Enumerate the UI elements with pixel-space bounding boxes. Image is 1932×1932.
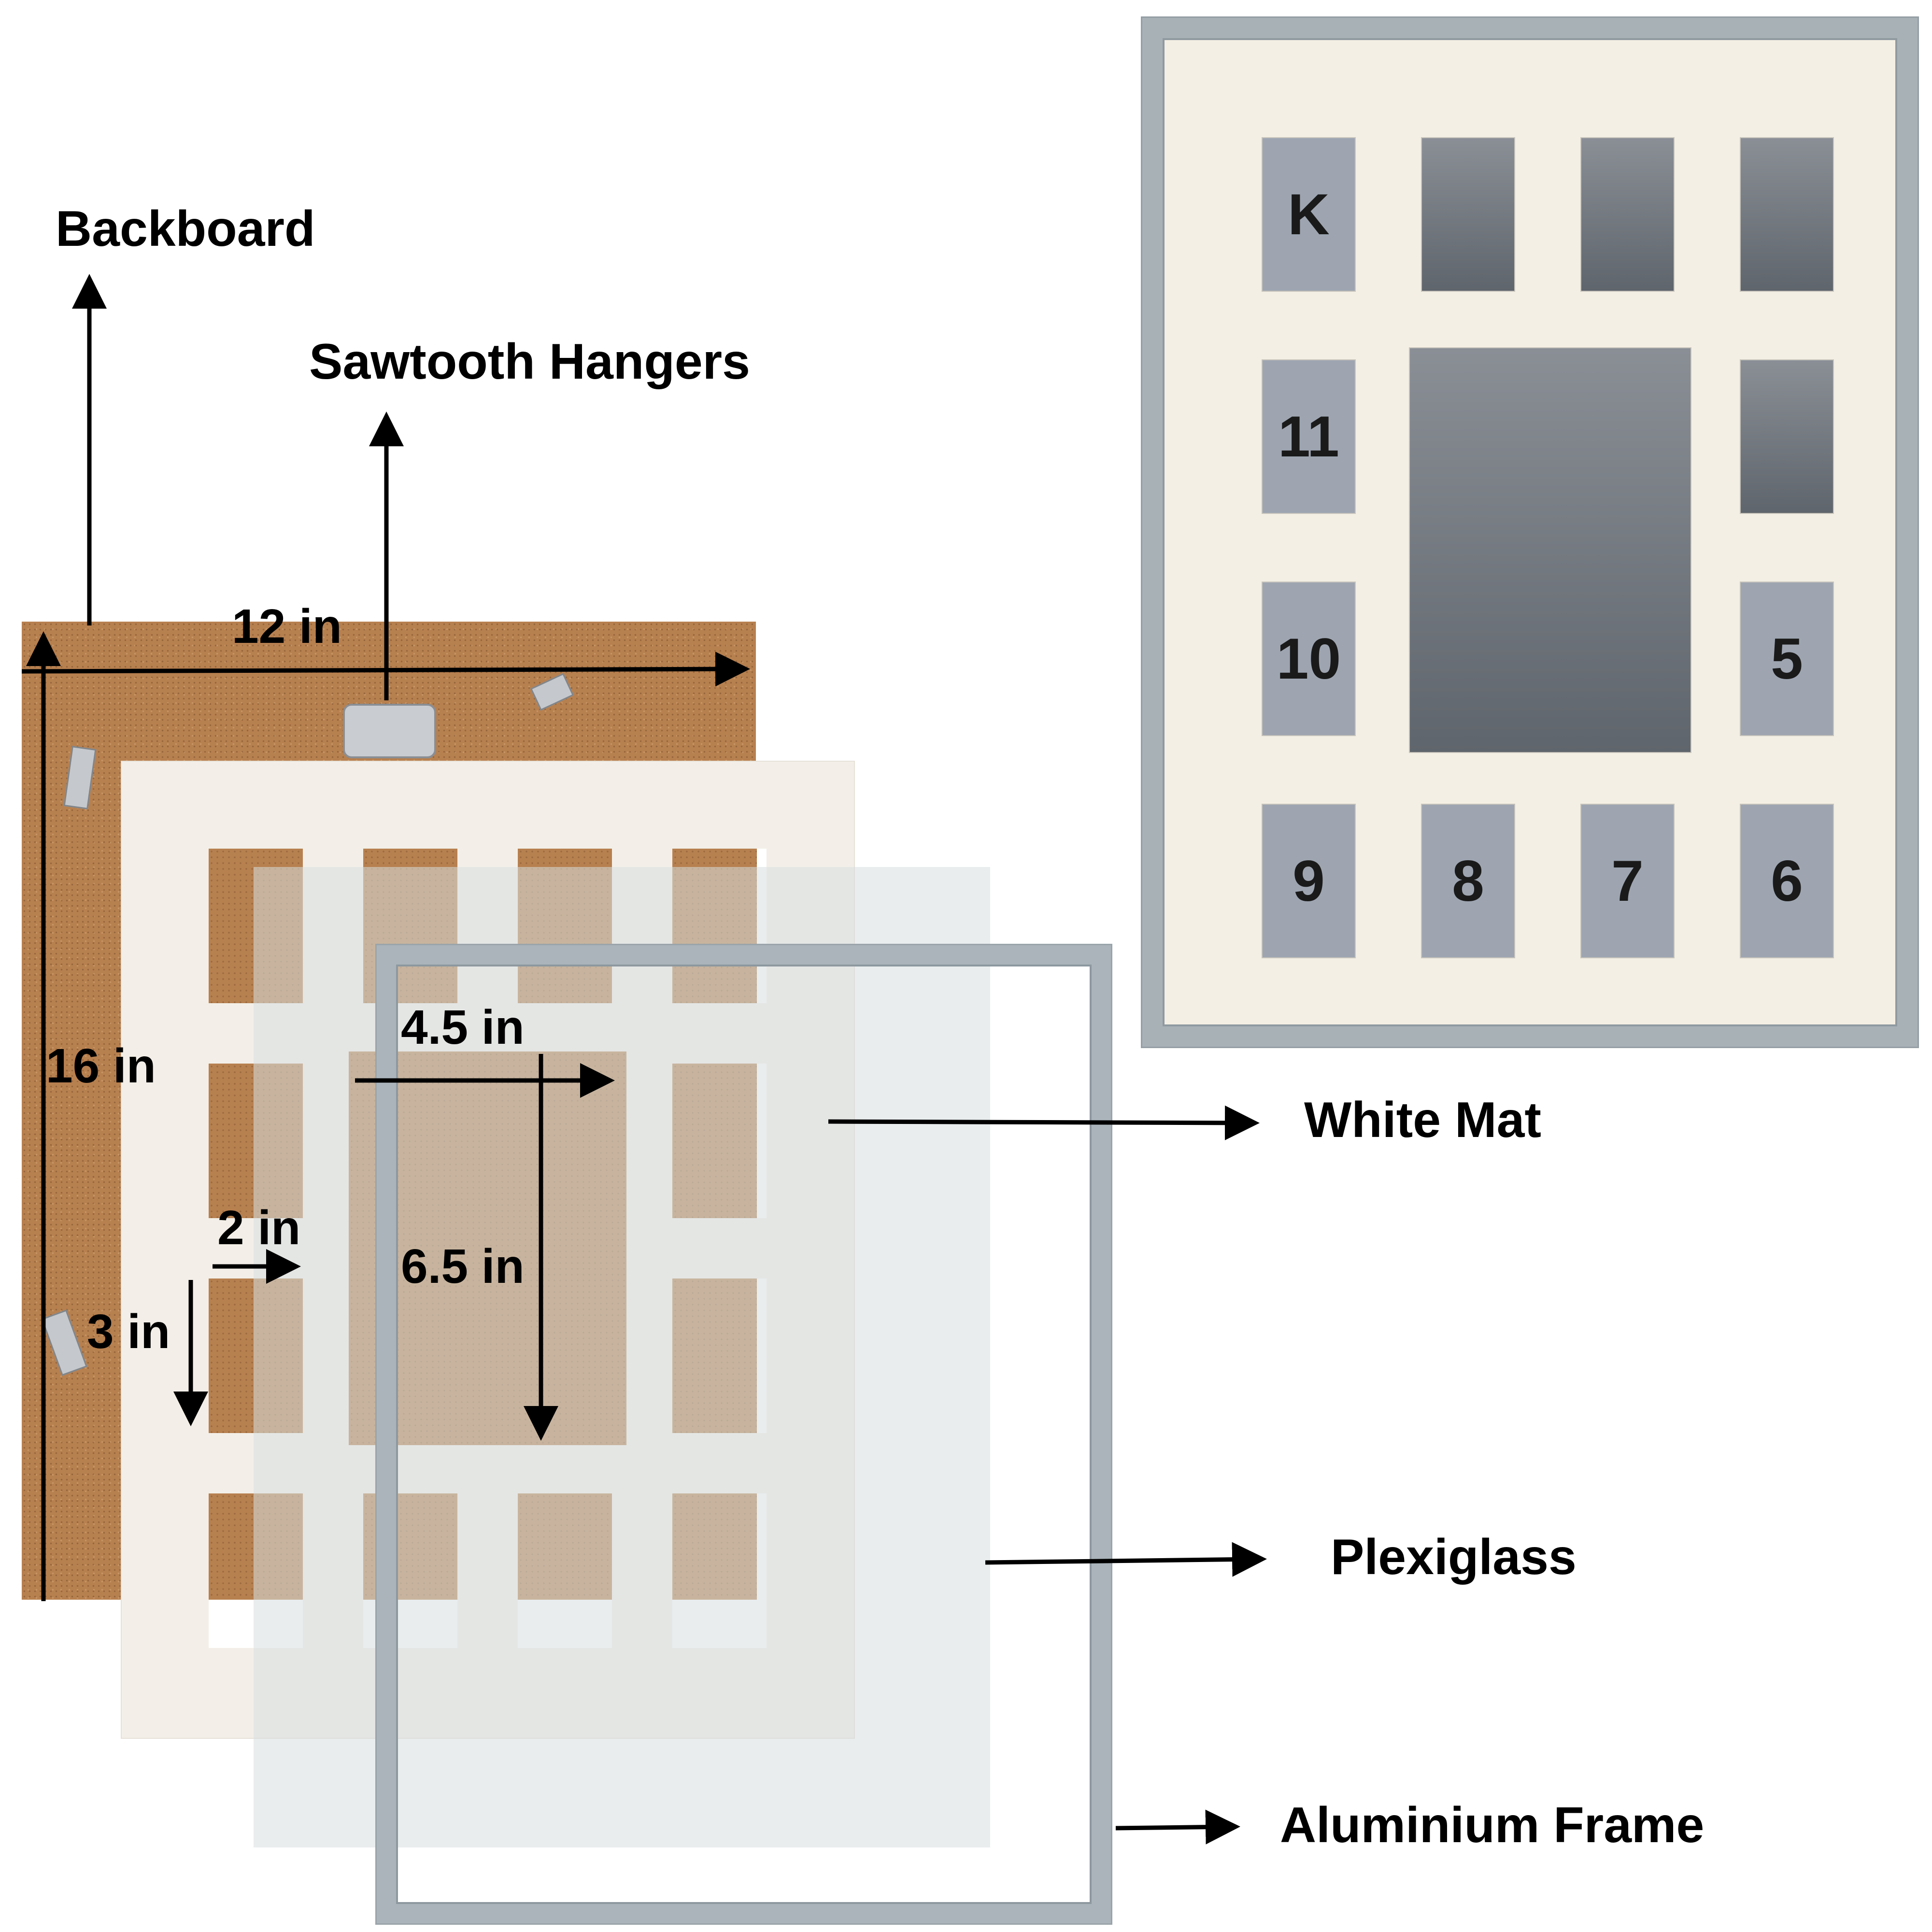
- plexiglass-arrow: [985, 1542, 1267, 1577]
- slot-label: K: [1288, 182, 1330, 247]
- white-mat-label: White Mat: [1304, 1092, 1542, 1148]
- photo-grad-main: [1409, 347, 1691, 753]
- photo-grad-small: [1740, 359, 1834, 514]
- aluminium-frame: [377, 945, 1111, 1923]
- photo-grad-small: [1580, 137, 1675, 292]
- center-height-dimension: 6.5 in: [401, 1239, 525, 1293]
- slot-label: 6: [1771, 849, 1803, 913]
- photo-grad-small: [1421, 137, 1515, 292]
- assembled-frame: K 11 10 5 9 8 7 6: [1142, 18, 1918, 1047]
- slot-label: 7: [1611, 849, 1644, 913]
- slot-k: K: [1262, 137, 1356, 292]
- slot-label: 5: [1771, 626, 1803, 691]
- slot-9: 9: [1262, 804, 1356, 958]
- slot-7: 7: [1580, 804, 1675, 958]
- slot-10: 10: [1262, 582, 1356, 736]
- aluminium-arrow: [1115, 1809, 1240, 1845]
- slot-5: 5: [1740, 582, 1834, 736]
- width-arrow: [21, 652, 750, 687]
- slot-label: 8: [1452, 849, 1484, 913]
- white-mat-arrow: [828, 1105, 1260, 1140]
- plexiglass-panel: [254, 867, 990, 1847]
- backboard-label: Backboard: [56, 201, 315, 257]
- center-width-dimension: 4.5 in: [401, 1000, 525, 1054]
- sawtooth-hangers-label: Sawtooth Hangers: [309, 334, 750, 390]
- slot-label: 9: [1293, 849, 1325, 913]
- width-dimension: 12 in: [232, 599, 342, 653]
- aluminium-frame-label: Aluminium Frame: [1280, 1797, 1705, 1853]
- plexiglass-label: Plexiglass: [1331, 1529, 1577, 1585]
- slot-label: 11: [1278, 404, 1339, 469]
- photo-grad-small: [1740, 137, 1834, 292]
- sawtooth-hanger: [343, 704, 436, 758]
- slot-8: 8: [1421, 804, 1515, 958]
- slot-label: 10: [1276, 626, 1341, 691]
- slot-6: 6: [1740, 804, 1834, 958]
- slot-11: 11: [1262, 359, 1356, 514]
- small-height-dimension: 3 in: [87, 1305, 170, 1359]
- small-width-dimension: 2 in: [217, 1201, 301, 1255]
- height-dimension: 16 in: [46, 1039, 156, 1093]
